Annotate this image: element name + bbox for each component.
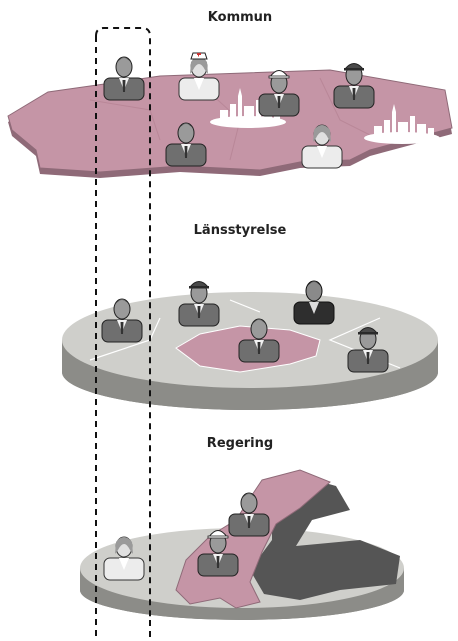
level-label-kommun: Kommun [207, 10, 273, 25]
person-icon [293, 280, 335, 325]
police-icon [178, 281, 220, 327]
lansstyrelse-disc [62, 292, 438, 410]
person-icon [103, 56, 145, 101]
worker-cap-icon [333, 63, 375, 109]
level-label-regering: Regering [206, 436, 274, 451]
level-label-lansstyrelse: Länsstyrelse [193, 223, 287, 238]
dashed-trace-outline [95, 27, 151, 630]
